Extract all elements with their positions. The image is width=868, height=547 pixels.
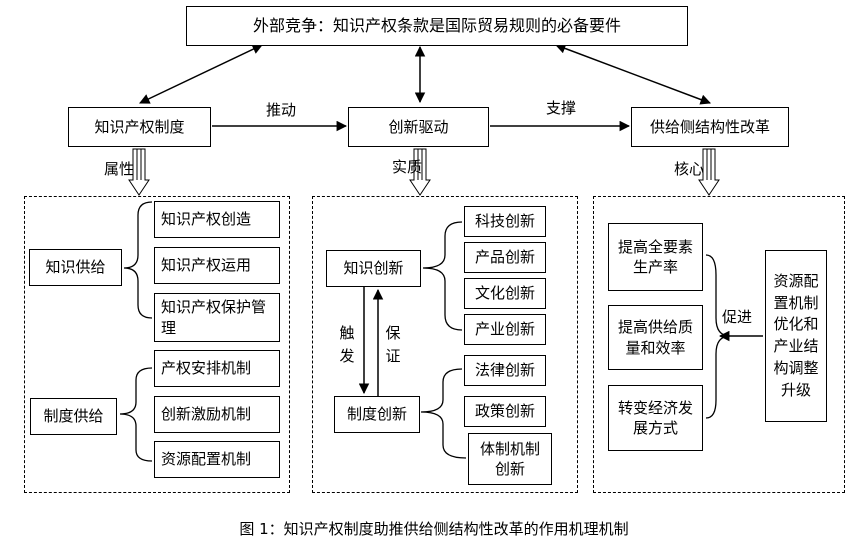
economic-mode-box: 转变经济发展方式 — [608, 385, 703, 451]
ip-application-label: 知识产权运用 — [161, 256, 252, 275]
innovation-incentive-box: 创新激励机制 — [154, 396, 280, 433]
hollow-arrow-core — [698, 148, 720, 196]
policy-innovation-label: 政策创新 — [474, 402, 535, 421]
law-innovation-box: 法律创新 — [464, 355, 546, 386]
ip-creation-label: 知识产权创造 — [161, 210, 252, 229]
middle-panel — [312, 196, 578, 493]
economic-mode-label: 转变经济发展方式 — [617, 398, 693, 437]
ip-protection-label: 知识产权保护管理 — [161, 298, 267, 337]
system-innovation-label: 体制机制创新 — [479, 439, 540, 478]
hollow-arrow-essence — [409, 148, 431, 196]
supply-quality-box: 提高供给质量和效率 — [608, 305, 703, 370]
property-arrangement-box: 产权安排机制 — [154, 350, 280, 387]
brace-institution-innovation — [420, 368, 467, 459]
resource-allocation-box: 资源配置机制 — [154, 441, 280, 478]
institution-supply-box: 制度供给 — [30, 398, 117, 435]
culture-innovation-label: 文化创新 — [474, 284, 535, 303]
product-innovation-label: 产品创新 — [474, 248, 535, 267]
arrow-top-to-ip — [139, 44, 263, 104]
tech-innovation-box: 科技创新 — [464, 206, 546, 237]
institution-supply-label: 制度供给 — [43, 407, 104, 426]
support-label: 支撑 — [546, 99, 577, 117]
innovation-drive-label: 创新驱动 — [388, 117, 449, 136]
tech-innovation-label: 科技创新 — [474, 212, 535, 231]
knowledge-innovation-label: 知识创新 — [343, 259, 404, 278]
essence-label: 实质 — [392, 158, 423, 176]
law-innovation-label: 法律创新 — [474, 361, 535, 380]
push-label: 推动 — [266, 101, 297, 119]
industry-innovation-box: 产业创新 — [464, 314, 546, 345]
trigger-label: 触发 — [339, 324, 355, 366]
institution-innovation-label: 制度创新 — [346, 405, 407, 424]
guarantee-label: 保证 — [385, 324, 401, 366]
right-panel — [593, 196, 845, 493]
innovation-incentive-label: 创新激励机制 — [161, 405, 252, 424]
external-competition-box: 外部竞争：知识产权条款是国际贸易规则的必备要件 — [186, 6, 688, 46]
attribute-label: 属性 — [104, 160, 135, 178]
ip-application-box: 知识产权运用 — [154, 247, 280, 284]
policy-innovation-box: 政策创新 — [464, 396, 546, 427]
supply-quality-label: 提高供给质量和效率 — [617, 318, 693, 357]
supply-reform-box: 供给侧结构性改革 — [631, 107, 789, 147]
knowledge-innovation-box: 知识创新 — [326, 250, 421, 287]
core-label: 核心 — [674, 160, 705, 178]
brace-institution-supply — [119, 367, 153, 462]
product-innovation-box: 产品创新 — [464, 242, 546, 273]
arrow-top-to-reform — [555, 43, 711, 105]
resource-optimization-box: 资源配置机制优化和产业结构调整升级 — [765, 250, 827, 422]
promote-label: 促进 — [722, 308, 753, 326]
system-innovation-box: 体制机制创新 — [468, 433, 552, 485]
figure-caption: 图 1：知识产权制度助推供给侧结构性改革的作用机理机制 — [239, 520, 629, 538]
tfp-label: 提高全要素生产率 — [617, 237, 693, 276]
resource-allocation-label: 资源配置机制 — [161, 450, 252, 469]
knowledge-supply-label: 知识供给 — [45, 258, 106, 277]
property-arrangement-label: 产权安排机制 — [161, 359, 252, 378]
brace-knowledge-innovation — [422, 221, 463, 331]
industry-innovation-label: 产业创新 — [474, 320, 535, 339]
knowledge-supply-box: 知识供给 — [29, 249, 122, 286]
brace-knowledge-supply — [123, 201, 153, 319]
culture-innovation-box: 文化创新 — [464, 278, 546, 309]
innovation-drive-box: 创新驱动 — [348, 107, 489, 147]
ip-system-label: 知识产权制度 — [94, 117, 185, 136]
institution-innovation-box: 制度创新 — [334, 396, 420, 433]
ip-system-box: 知识产权制度 — [68, 107, 211, 147]
tfp-box: 提高全要素生产率 — [608, 223, 703, 291]
ip-protection-box: 知识产权保护管理 — [154, 293, 280, 342]
hollow-arrow-attribute — [128, 148, 150, 196]
resource-optimization-label: 资源配置机制优化和产业结构调整升级 — [773, 271, 819, 399]
supply-reform-label: 供给侧结构性改革 — [649, 117, 770, 136]
ip-creation-box: 知识产权创造 — [154, 201, 280, 238]
external-competition-label: 外部竞争：知识产权条款是国际贸易规则的必备要件 — [252, 16, 621, 36]
left-panel — [24, 196, 290, 493]
